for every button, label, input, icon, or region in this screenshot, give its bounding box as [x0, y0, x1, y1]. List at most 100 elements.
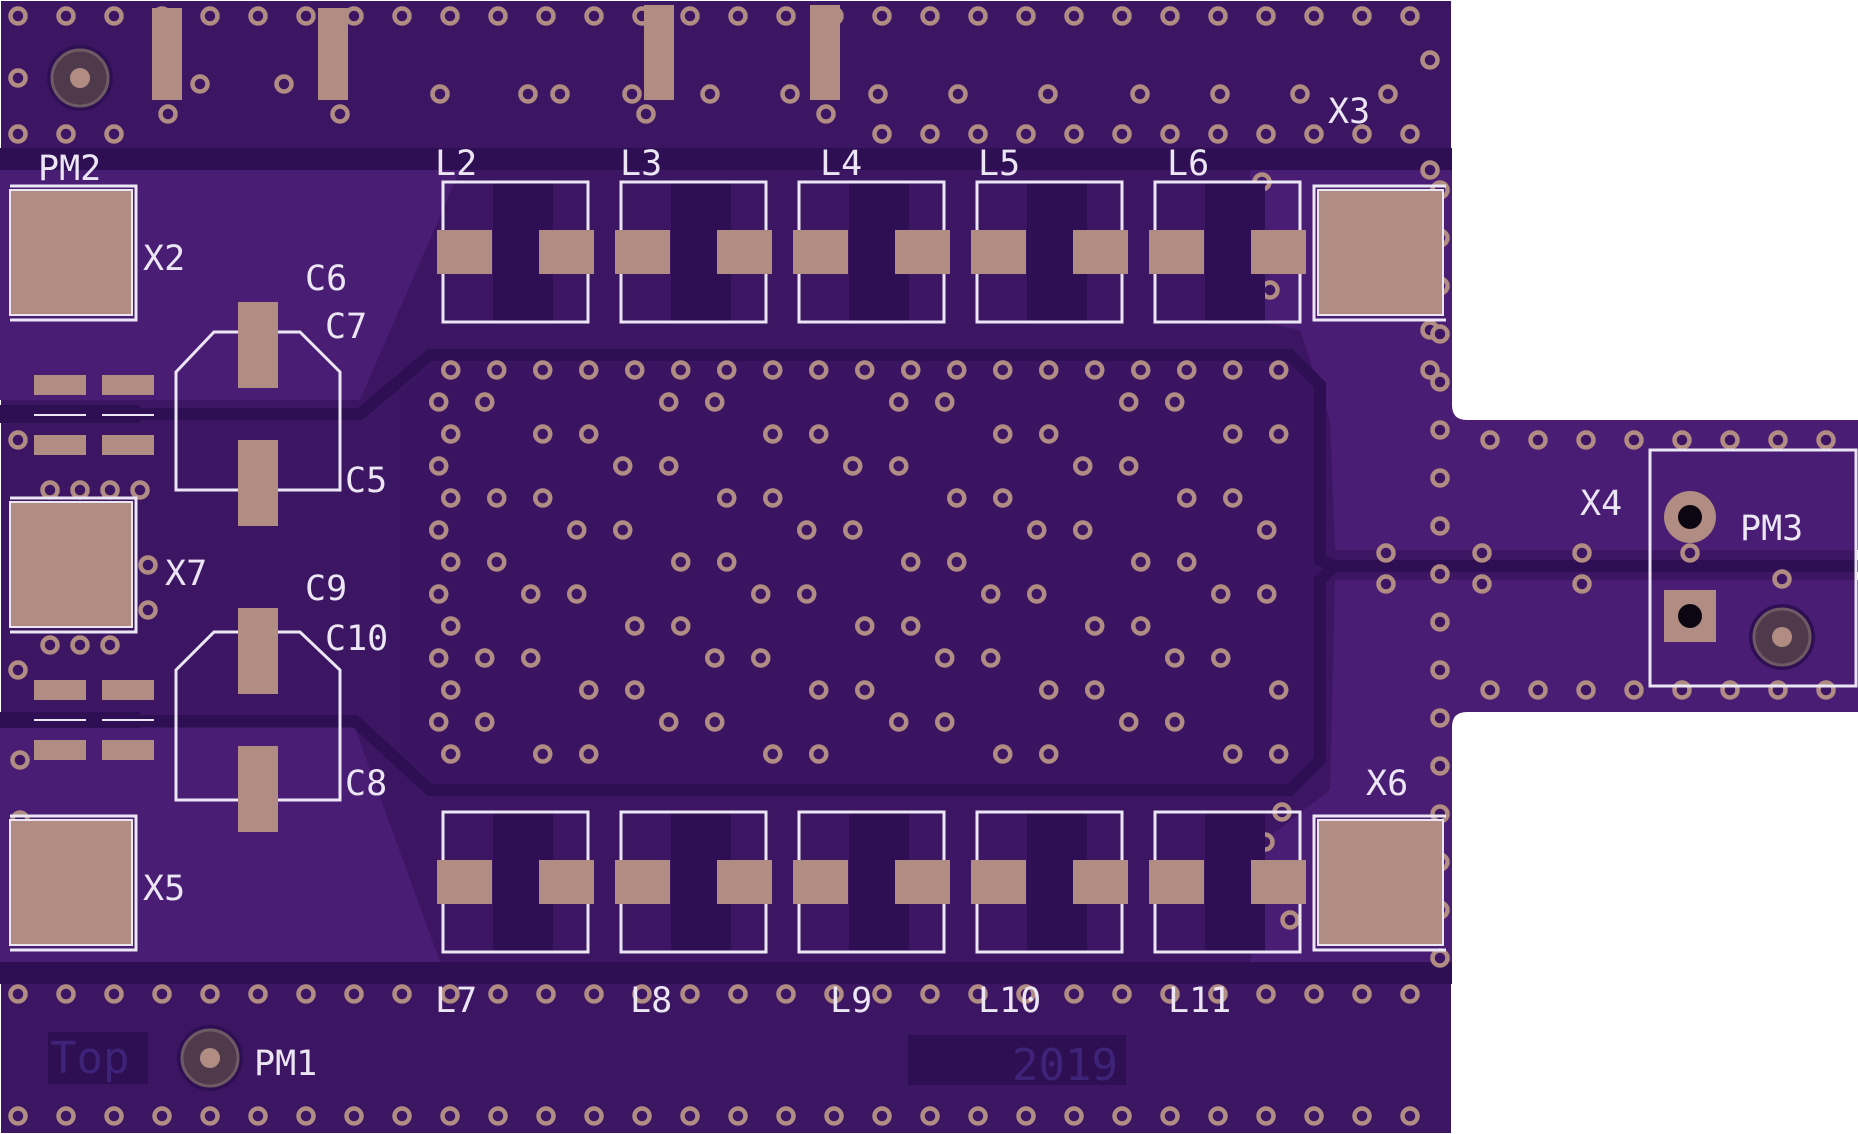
smd-pads-left	[34, 375, 154, 760]
via-icon	[1177, 360, 1197, 380]
via-icon	[1016, 124, 1036, 144]
label-pm1: PM1	[254, 1044, 317, 1084]
via-icon	[104, 1106, 124, 1126]
via-icon	[1352, 124, 1372, 144]
via-icon	[625, 680, 645, 700]
via-icon	[533, 488, 553, 508]
via-icon	[40, 480, 60, 500]
via-icon	[1016, 6, 1036, 26]
via-icon	[1085, 360, 1105, 380]
via-icon	[1576, 430, 1596, 450]
via-icon	[776, 984, 796, 1004]
via-icon	[1480, 430, 1500, 450]
via-icon	[518, 84, 538, 104]
via-icon	[152, 1106, 172, 1126]
via-icon	[1430, 660, 1450, 680]
via-icon	[1165, 392, 1185, 412]
via-icon	[920, 984, 940, 1004]
via-icon	[8, 6, 28, 26]
label-l3: L3	[620, 144, 662, 184]
inductor-pad	[717, 230, 772, 274]
via-icon	[872, 124, 892, 144]
via-icon	[705, 712, 725, 732]
via-icon	[536, 6, 556, 26]
via-icon	[920, 6, 940, 26]
via-icon	[1816, 430, 1836, 450]
inductor-pad	[1149, 230, 1204, 274]
via-icon	[200, 1106, 220, 1126]
via-icon	[816, 104, 836, 124]
via-icon	[993, 360, 1013, 380]
via-icon	[809, 744, 829, 764]
via-icon	[1165, 712, 1185, 732]
via-icon	[429, 712, 449, 732]
via-icon	[1208, 124, 1228, 144]
via-icon	[296, 6, 316, 26]
via-icon	[429, 584, 449, 604]
via-icon	[625, 360, 645, 380]
via-icon	[1528, 680, 1548, 700]
via-icon	[1576, 680, 1596, 700]
label-top: Top	[50, 1033, 129, 1084]
via-icon	[1680, 543, 1700, 563]
via-icon	[625, 616, 645, 636]
via-icon	[248, 984, 268, 1004]
smd-silk-left	[34, 414, 154, 721]
via-icon	[968, 1106, 988, 1126]
via-icon	[1420, 50, 1440, 70]
via-icon	[441, 360, 461, 380]
via-icon	[824, 1106, 844, 1126]
x5-pad	[9, 819, 133, 946]
via-icon	[855, 680, 875, 700]
via-icon	[521, 584, 541, 604]
via-icon	[613, 456, 633, 476]
via-icon	[797, 520, 817, 540]
via-icon	[521, 648, 541, 668]
via-icon	[1420, 360, 1440, 380]
via-icon	[567, 520, 587, 540]
via-icon	[1112, 6, 1132, 26]
via-icon	[613, 520, 633, 540]
label-x3: X3	[1328, 92, 1370, 132]
via-icon	[1064, 984, 1084, 1004]
via-icon	[441, 744, 461, 764]
via-icon	[671, 616, 691, 636]
inductor-pad	[793, 860, 848, 904]
via-icon	[1160, 1106, 1180, 1126]
via-icon	[948, 84, 968, 104]
via-icon	[56, 1106, 76, 1126]
via-icon	[1038, 84, 1058, 104]
via-icon	[441, 552, 461, 572]
via-icon	[579, 744, 599, 764]
inductor-pad	[1073, 860, 1128, 904]
via-icon	[440, 1106, 460, 1126]
c5-pad	[238, 440, 278, 526]
via-icon	[1572, 574, 1592, 594]
connector-pads	[9, 189, 1444, 946]
via-icon	[947, 488, 967, 508]
label-l8: L8	[630, 981, 672, 1021]
via-icon	[429, 456, 449, 476]
via-icon	[889, 392, 909, 412]
via-icon	[1269, 680, 1289, 700]
via-icon	[200, 984, 220, 1004]
label-l7: L7	[435, 981, 477, 1021]
via-icon	[1352, 6, 1372, 26]
via-icon	[296, 984, 316, 1004]
via-icon	[475, 648, 495, 668]
via-icon	[993, 424, 1013, 444]
filter-ground-region	[400, 355, 1335, 790]
via-icon	[1768, 430, 1788, 450]
via-icon	[993, 744, 1013, 764]
via-icon	[1257, 584, 1277, 604]
via-icon	[10, 750, 30, 770]
via-icon	[1223, 744, 1243, 764]
mounting-hole-icon	[47, 45, 113, 111]
via-icon	[70, 480, 90, 500]
via-icon	[1480, 680, 1500, 700]
via-icon	[763, 360, 783, 380]
via-icon	[550, 84, 570, 104]
via-icon	[440, 6, 460, 26]
via-icon	[935, 392, 955, 412]
